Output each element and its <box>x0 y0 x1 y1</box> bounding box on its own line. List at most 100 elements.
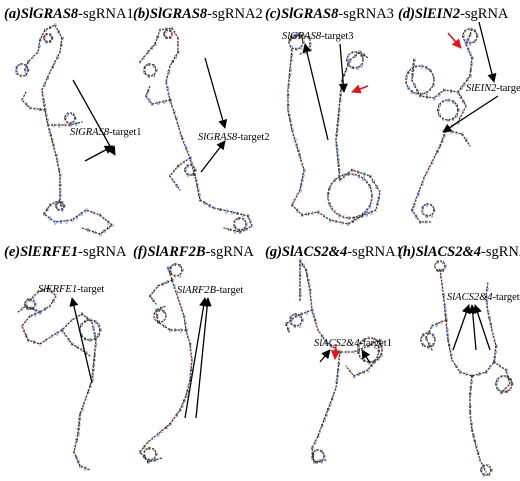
nucleotide: c <box>428 165 431 171</box>
nucleotide: g <box>421 181 424 187</box>
nucleotide: u <box>496 386 499 392</box>
nucleotide: c <box>491 328 494 334</box>
nucleotide: c <box>347 172 350 178</box>
nucleotide: c <box>499 364 502 370</box>
nucleotide: c <box>85 396 88 402</box>
nucleotide: u <box>337 158 340 164</box>
nucleotide: g <box>31 297 34 303</box>
nucleotide: c <box>352 172 355 178</box>
nucleotide: g <box>85 208 88 214</box>
nucleotide: u <box>309 48 312 54</box>
nucleotide: g <box>186 172 189 178</box>
nucleotide: u <box>25 304 28 310</box>
nucleotide: c <box>469 416 472 422</box>
panel-g-target-arrow-right <box>361 349 371 364</box>
nucleotide: u <box>228 227 231 233</box>
nucleotide: u <box>44 108 47 114</box>
nucleotide: a <box>505 389 508 395</box>
nucleotide: a <box>422 343 425 349</box>
nucleotide: a <box>368 184 371 190</box>
nucleotide: g <box>417 192 420 198</box>
nucleotide: c <box>74 444 77 450</box>
nucleotide: c <box>366 180 369 186</box>
nucleotide: c <box>362 346 365 352</box>
nucleotide: g <box>15 65 18 71</box>
nucleotide: u <box>55 204 58 210</box>
nucleotide: c <box>21 307 24 313</box>
nucleotide: g <box>341 78 344 84</box>
nucleotide: c <box>430 203 433 209</box>
nucleotide: a <box>363 53 366 59</box>
nucleotide: u <box>372 359 375 365</box>
nucleotide: c <box>292 133 295 139</box>
nucleotide: g <box>420 64 423 70</box>
nucleotide: c <box>300 35 303 41</box>
nucleotide: c <box>459 114 462 120</box>
nucleotide: u <box>495 382 498 388</box>
panel-g-backbone <box>311 351 341 463</box>
nucleotide: a <box>432 343 435 349</box>
nucleotide: g <box>287 83 290 89</box>
nucleotide: a <box>87 228 90 234</box>
nucleotide: c <box>442 116 445 122</box>
nucleotide: g <box>317 210 320 216</box>
nucleotide: a <box>287 327 290 333</box>
nucleotide: c <box>482 464 485 470</box>
nucleotide: a <box>412 68 415 74</box>
nucleotide: c <box>293 312 296 318</box>
nucleotide: u <box>443 88 446 94</box>
nucleotide: a <box>426 95 429 101</box>
nucleotide: g <box>15 70 18 76</box>
nucleotide: c <box>157 284 160 290</box>
nucleotide: c <box>309 293 312 299</box>
nucleotide: g <box>421 205 424 211</box>
nucleotide: u <box>71 342 74 348</box>
nucleotide: u <box>43 103 46 109</box>
nucleotide: g <box>336 148 339 154</box>
nucleotide: u <box>79 464 82 470</box>
nucleotide: u <box>155 452 158 458</box>
nucleotide: g <box>500 389 503 395</box>
nucleotide: c <box>21 324 24 330</box>
nucleotide: a <box>51 138 54 144</box>
nucleotide: u <box>147 460 150 466</box>
nucleotide: c <box>59 198 62 204</box>
nucleotide: a <box>334 178 337 184</box>
nucleotide: c <box>190 363 193 369</box>
nucleotide: c <box>63 123 66 129</box>
nucleotide: u <box>155 68 158 74</box>
nucleotide: g <box>463 82 466 88</box>
nucleotide: c <box>353 350 356 356</box>
nucleotide: c <box>309 36 312 42</box>
nucleotide: a <box>147 446 150 452</box>
nucleotide: u <box>488 316 491 322</box>
nucleotide: c <box>419 186 422 192</box>
nucleotide: a <box>51 65 54 71</box>
panel-b-backbone <box>213 207 253 233</box>
nucleotide: u <box>169 422 172 428</box>
nucleotide: g <box>289 320 292 326</box>
nucleotide: g <box>245 222 248 228</box>
nucleotide: g <box>312 313 315 319</box>
nucleotide: u <box>157 308 160 314</box>
nucleotide: a <box>27 68 30 74</box>
nucleotide: u <box>302 263 305 269</box>
nucleotide: c <box>189 347 192 353</box>
nucleotide: a <box>175 412 178 418</box>
nucleotide: a <box>143 445 146 451</box>
nucleotide: g <box>446 328 449 334</box>
panel-d-loop <box>405 65 435 95</box>
nucleotide: u <box>462 34 465 40</box>
nucleotide: g <box>208 203 211 209</box>
nucleotide: a <box>478 372 481 378</box>
nucleotide: g <box>48 216 51 222</box>
nucleotide: g <box>181 403 184 409</box>
nucleotide: a <box>189 378 192 384</box>
nucleotide: c <box>181 308 184 314</box>
nucleotide: c <box>291 48 294 54</box>
nucleotide: g <box>59 173 62 179</box>
nucleotide: g <box>353 374 356 380</box>
panel-d-loop <box>437 99 459 121</box>
nucleotide: c <box>465 372 468 378</box>
